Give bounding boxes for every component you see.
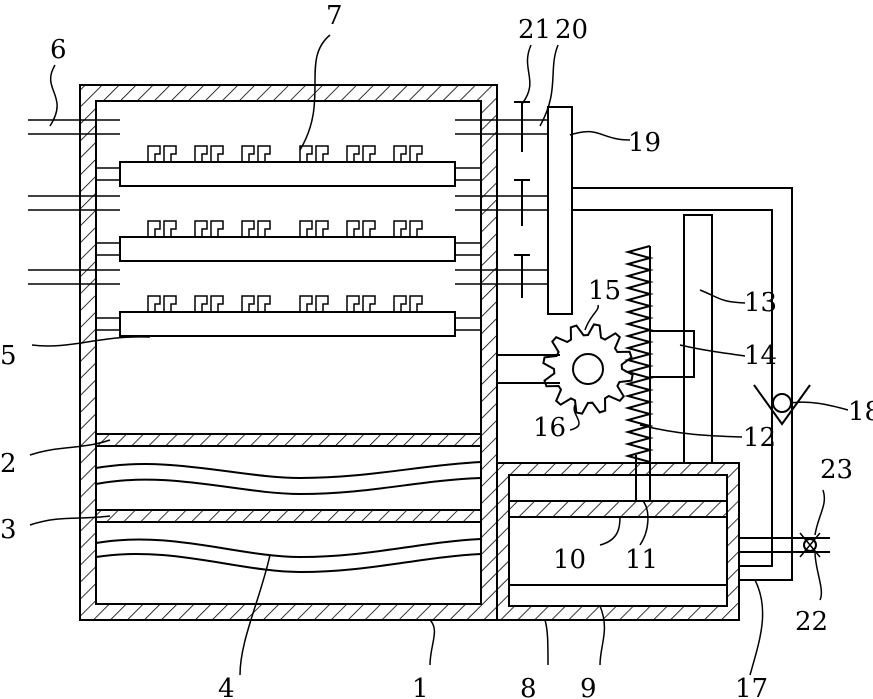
right-pipes (455, 102, 548, 298)
label-9: 9 (580, 674, 597, 699)
label-10: 10 (553, 545, 586, 575)
filter-screen-lower (96, 510, 481, 522)
label-23: 23 (820, 455, 853, 485)
hook-icon (195, 296, 223, 312)
label-15: 15 (588, 276, 621, 306)
label-22: 22 (795, 607, 828, 637)
tray-2 (96, 237, 481, 261)
label-6: 6 (50, 35, 67, 65)
pipe-17 (572, 188, 792, 580)
guide-rod-13 (684, 215, 712, 463)
hook-icon (394, 221, 422, 237)
label-16: 16 (533, 413, 566, 443)
label-4: 4 (218, 674, 235, 699)
label-21: 21 (518, 15, 551, 45)
hook-icon (195, 146, 223, 162)
hook-icon (242, 221, 270, 237)
plate-19 (548, 107, 572, 314)
gear-15 (543, 324, 632, 413)
hook-icon (347, 221, 375, 237)
label-7: 7 (326, 1, 343, 31)
label-12: 12 (743, 423, 776, 453)
filter-screen-upper (96, 434, 481, 446)
check-valve-18 (754, 385, 810, 424)
hook-icon (347, 296, 375, 312)
hook-icon (242, 146, 270, 162)
label-1: 1 (412, 674, 429, 699)
label-17: 17 (735, 674, 768, 699)
label-8: 8 (520, 674, 537, 699)
label-20: 20 (555, 15, 588, 45)
label-19: 19 (628, 128, 661, 158)
tray-1 (96, 162, 481, 186)
gear-hub (573, 354, 603, 384)
hook-icon (300, 221, 328, 237)
outlet-valve (739, 533, 830, 557)
hook-icon (242, 296, 270, 312)
hook-icon (148, 296, 176, 312)
label-5: 5 (0, 341, 17, 371)
label-18: 18 (848, 397, 873, 427)
label-2: 2 (0, 449, 17, 479)
tray-3 (96, 312, 481, 336)
piston-plate (509, 501, 727, 517)
label-3: 3 (0, 515, 17, 545)
label-14: 14 (744, 341, 777, 371)
hook-icon (195, 221, 223, 237)
hook-icon (394, 296, 422, 312)
hook-icon (347, 146, 375, 162)
hooks (148, 146, 422, 312)
label-11: 11 (625, 545, 658, 575)
hook-icon (148, 221, 176, 237)
shaft-16 (497, 355, 560, 383)
left-pipes (28, 120, 120, 284)
hook-icon (300, 146, 328, 162)
hook-icon (300, 296, 328, 312)
label-13: 13 (744, 288, 777, 318)
lower-right-box (497, 463, 739, 620)
slider-14 (650, 331, 694, 377)
hook-icon (394, 146, 422, 162)
hook-icon (148, 146, 176, 162)
leader-lines (30, 35, 848, 675)
